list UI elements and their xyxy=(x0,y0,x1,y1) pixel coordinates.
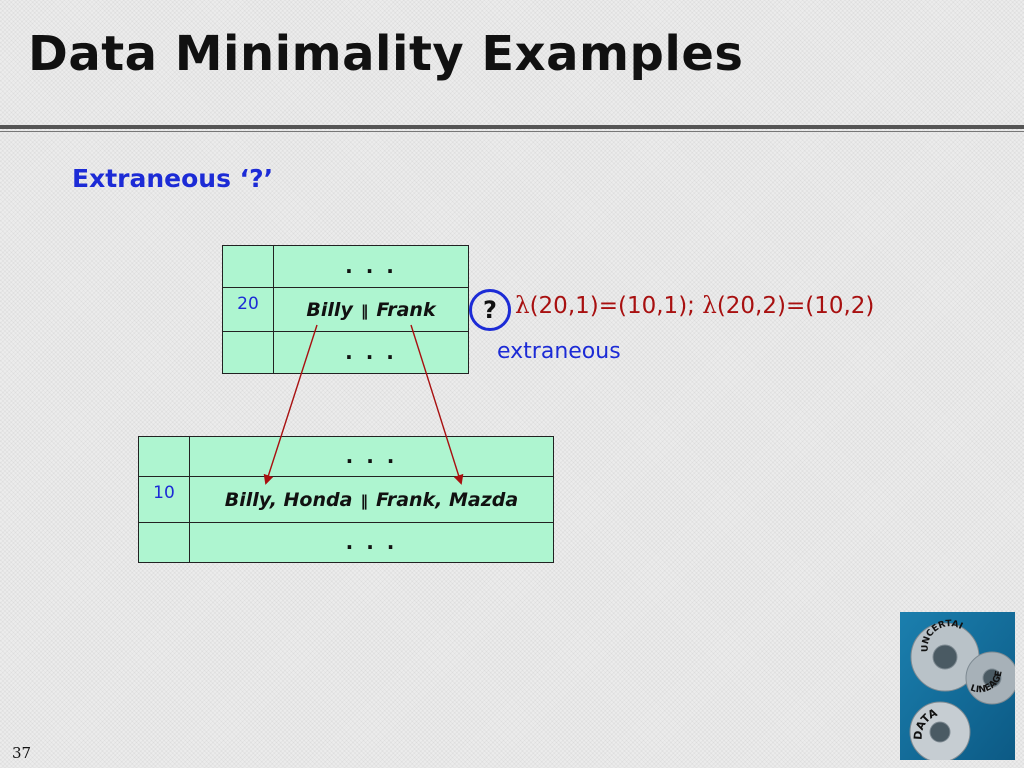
tuple-values: Billy, Honda ‖ Frank, Mazda xyxy=(189,476,554,523)
expression-part-2: (20,2)=(10,2) xyxy=(716,293,875,319)
tuple-id: 10 xyxy=(138,476,190,523)
separator: ‖ xyxy=(360,491,368,510)
ellipsis-cell: . . . xyxy=(273,245,469,288)
separator: ‖ xyxy=(360,301,369,320)
id-cell-empty xyxy=(138,436,190,477)
ellipsis-cell: . . . xyxy=(189,522,554,563)
gear-icon xyxy=(910,622,980,692)
question-mark-circle: ? xyxy=(469,289,511,331)
id-cell-empty xyxy=(138,522,190,563)
ellipsis: . . . xyxy=(345,254,397,278)
ellipsis: . . . xyxy=(345,444,398,468)
title-divider-thin xyxy=(0,131,1024,132)
ellipsis-cell: . . . xyxy=(189,436,554,477)
tuple-values: Billy ‖ Frank xyxy=(273,287,469,332)
gear-icon xyxy=(965,651,1015,705)
id-cell-empty xyxy=(222,245,274,288)
gear-icon xyxy=(909,701,971,760)
lambda-symbol: λ xyxy=(515,293,530,319)
tuple-id: 20 xyxy=(222,287,274,332)
lineage-expression: λ(20,1)=(10,1); λ(20,2)=(10,2) xyxy=(515,293,874,319)
ellipsis: . . . xyxy=(345,530,398,554)
extraneous-note: extraneous xyxy=(497,339,621,364)
gears-logo: UNCERTAINTY LINEAGE DATA xyxy=(900,612,1015,760)
ellipsis: . . . xyxy=(345,340,397,364)
page-number: 37 xyxy=(12,744,32,762)
lambda-symbol: λ xyxy=(702,293,717,319)
ellipsis-cell: . . . xyxy=(273,331,469,374)
top-relation-table: . . . 20 Billy ‖ Frank . . . xyxy=(222,245,469,374)
right-value: Frank, Mazda xyxy=(375,488,519,511)
id-cell-empty xyxy=(222,331,274,374)
question-mark: ? xyxy=(483,296,497,324)
subtitle: Extraneous ‘?’ xyxy=(72,164,274,193)
left-value: Billy, Honda xyxy=(224,488,353,511)
left-value: Billy xyxy=(306,298,353,321)
title-divider xyxy=(0,125,1024,129)
expression-part-1: (20,1)=(10,1); xyxy=(529,293,703,319)
bottom-relation-table: . . . 10 Billy, Honda ‖ Frank, Mazda . . . xyxy=(138,436,554,563)
slide-title: Data Minimality Examples xyxy=(28,26,744,82)
right-value: Frank xyxy=(376,298,436,321)
